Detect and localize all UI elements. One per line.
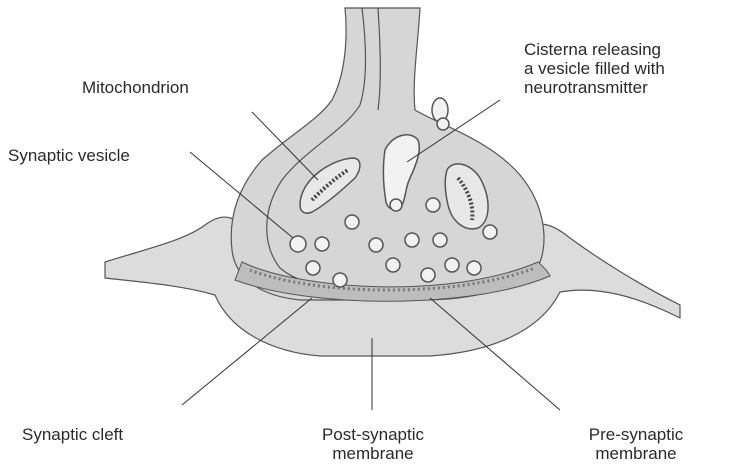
label-pre-synaptic-line-2: membrane — [576, 444, 696, 463]
vesicle — [433, 233, 447, 247]
label-pre-synaptic: Pre-synaptic membrane — [576, 425, 696, 463]
vesicle — [290, 236, 306, 252]
vesicle — [483, 225, 497, 239]
vesicle — [405, 233, 419, 247]
vesicle — [386, 258, 400, 272]
label-post-synaptic-line-1: Post-synaptic — [318, 425, 428, 444]
vesicle — [426, 198, 440, 212]
label-synaptic-cleft: Synaptic cleft — [22, 425, 123, 444]
vesicle — [445, 258, 459, 272]
label-cisterna-line-1: Cisterna releasing — [524, 40, 665, 59]
vesicle — [467, 261, 481, 275]
label-post-synaptic-line-2: membrane — [318, 444, 428, 463]
vesicle — [369, 238, 383, 252]
vesicle — [421, 268, 435, 282]
vesicle — [306, 261, 320, 275]
label-post-synaptic: Post-synaptic membrane — [318, 425, 428, 463]
label-synaptic-vesicle: Synaptic vesicle — [8, 146, 130, 165]
vesicle — [345, 215, 359, 229]
label-cisterna: Cisterna releasing a vesicle filled with… — [524, 40, 665, 97]
label-pre-synaptic-line-1: Pre-synaptic — [576, 425, 696, 444]
label-cisterna-line-2: a vesicle filled with — [524, 59, 665, 78]
label-cisterna-line-3: neurotransmitter — [524, 78, 665, 97]
vesicle — [333, 273, 347, 287]
label-mitochondrion: Mitochondrion — [82, 78, 189, 97]
vesicle — [315, 237, 329, 251]
